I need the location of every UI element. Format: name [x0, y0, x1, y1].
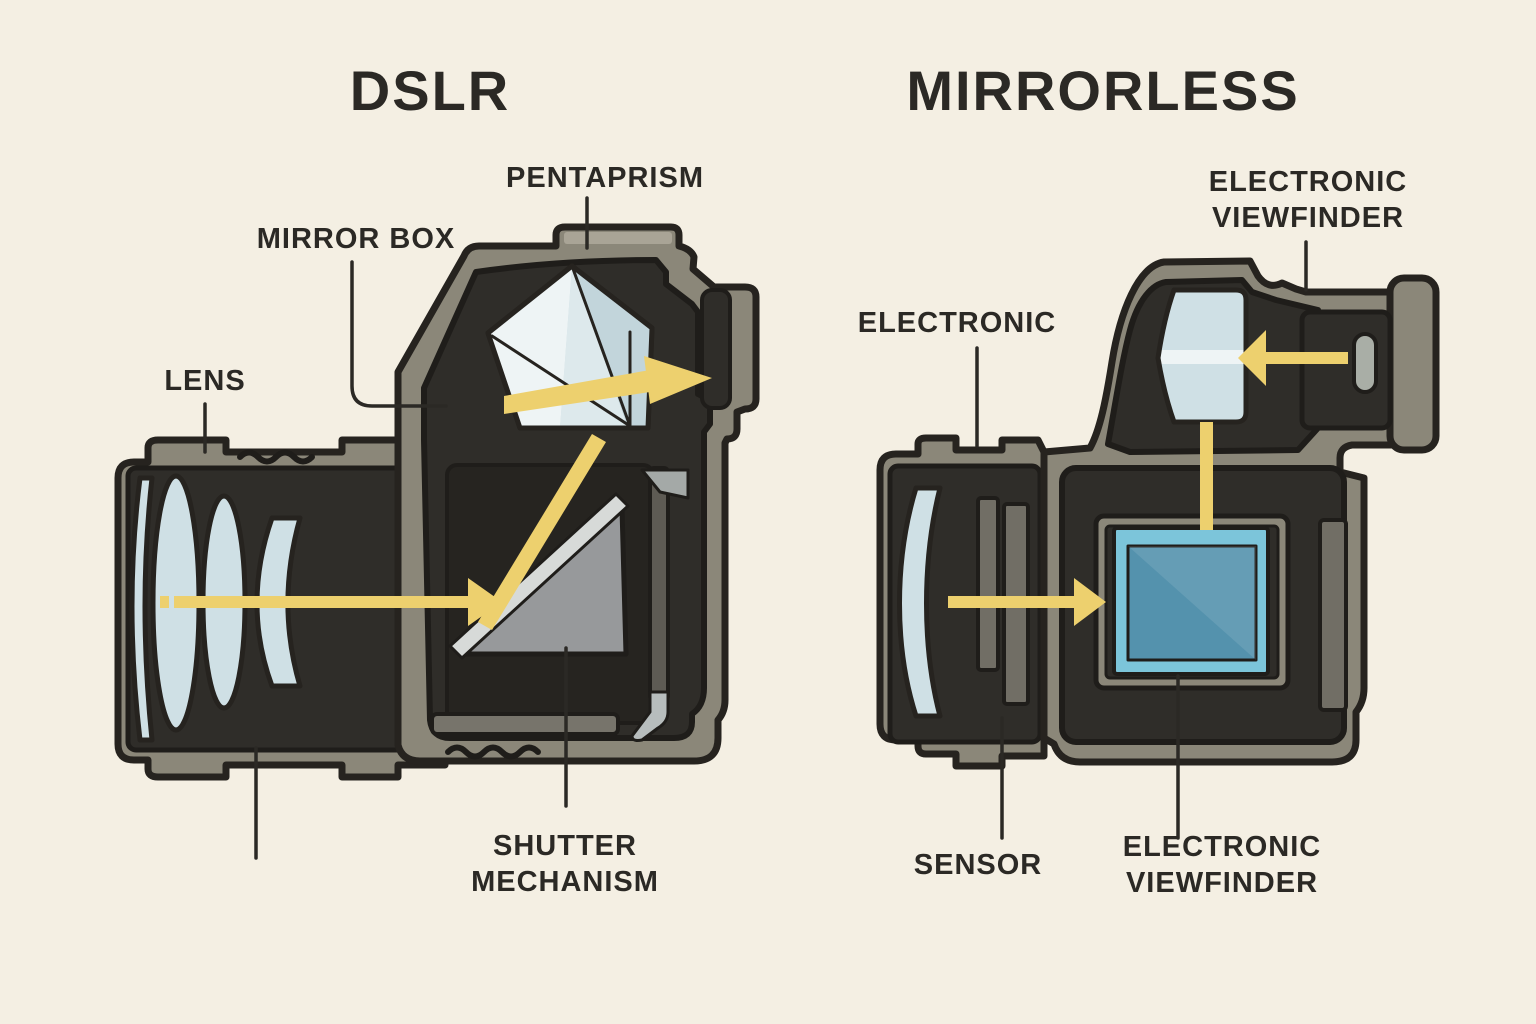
- sensor-sheen: [1128, 546, 1256, 660]
- label-lens: LENS: [164, 365, 246, 397]
- dslr-base-strip: [430, 712, 620, 736]
- label-sensor: SENSOR: [913, 849, 1043, 881]
- mirrorless-light-arrowhead: [1074, 578, 1106, 626]
- dslr-prism-exit-arrowhead: [644, 356, 712, 404]
- mirrorless-lens-element: [897, 485, 943, 719]
- dslr-shutter-column: [648, 466, 670, 702]
- mirrorless-evf-prism: [1155, 287, 1249, 425]
- label-evf-top-line2: VIEWFINDER: [1211, 202, 1405, 234]
- mirrorless-inner-column-1: [976, 496, 1000, 672]
- dslr-title: DSLR: [349, 59, 511, 122]
- leader-lines: [203, 196, 1308, 860]
- label-shutter-mechanism: SHUTTER MECHANISM: [471, 828, 659, 900]
- label-mirror-box: MIRROR BOX: [256, 223, 456, 255]
- dslr-shutter-bottom-hook: [630, 690, 670, 742]
- mirrorless-eyepiece-lens: [1352, 332, 1378, 394]
- sensor-to-evf-connector: [1200, 422, 1213, 530]
- dslr-light-arrowhead: [468, 578, 502, 626]
- dslr-prism-exit-beam: [504, 370, 650, 414]
- dslr-camera: [114, 223, 760, 781]
- label-evf-top: ELECTRONIC VIEWFINDER: [1209, 164, 1408, 236]
- label-shutter-line1: SHUTTER: [493, 830, 637, 862]
- dslr-light-axis: [160, 596, 169, 608]
- label-shutter-line2: MECHANISM: [471, 866, 659, 898]
- dslr-mirror-to-prism-beam: [478, 434, 606, 630]
- label-evf-bottom-line1: ELECTRONIC: [1122, 831, 1322, 863]
- mirrorless-rear-panel: [1318, 518, 1348, 712]
- label-evf-bottom: ELECTRONIC VIEWFINDER: [1123, 829, 1322, 901]
- mirrorless-light-path: [948, 330, 1348, 626]
- dslr-base-texture: [445, 744, 541, 760]
- mirrorless-eyecup: [1386, 274, 1440, 454]
- dslr-light-path: [160, 356, 712, 630]
- label-electronic: ELECTRONIC: [857, 307, 1057, 339]
- mirrorless-light-axis: [948, 596, 1074, 608]
- dslr-top-cap: [564, 232, 672, 244]
- dslr-viewfinder-channel: [700, 288, 732, 410]
- mirrorless-camera: [876, 257, 1440, 770]
- sensor-surface: [1126, 544, 1258, 662]
- dslr-shutter-top-tab: [640, 468, 690, 500]
- mirrorless-sensor-assembly: [1093, 513, 1291, 691]
- label-evf-bottom-line2: VIEWFINDER: [1125, 867, 1319, 899]
- mirrorless-title: MIRRORLESS: [906, 59, 1300, 122]
- dslr-front-element: [129, 475, 155, 743]
- dslr-barrel-grip-texture: [237, 449, 315, 465]
- label-pentaprism: PENTAPRISM: [506, 162, 704, 194]
- leader-mirror-box: [350, 260, 448, 408]
- label-evf-top-line1: ELECTRONIC: [1208, 166, 1408, 198]
- eyepiece-to-evf-shaft: [1266, 352, 1348, 364]
- eyepiece-to-evf-arrowhead: [1238, 330, 1266, 386]
